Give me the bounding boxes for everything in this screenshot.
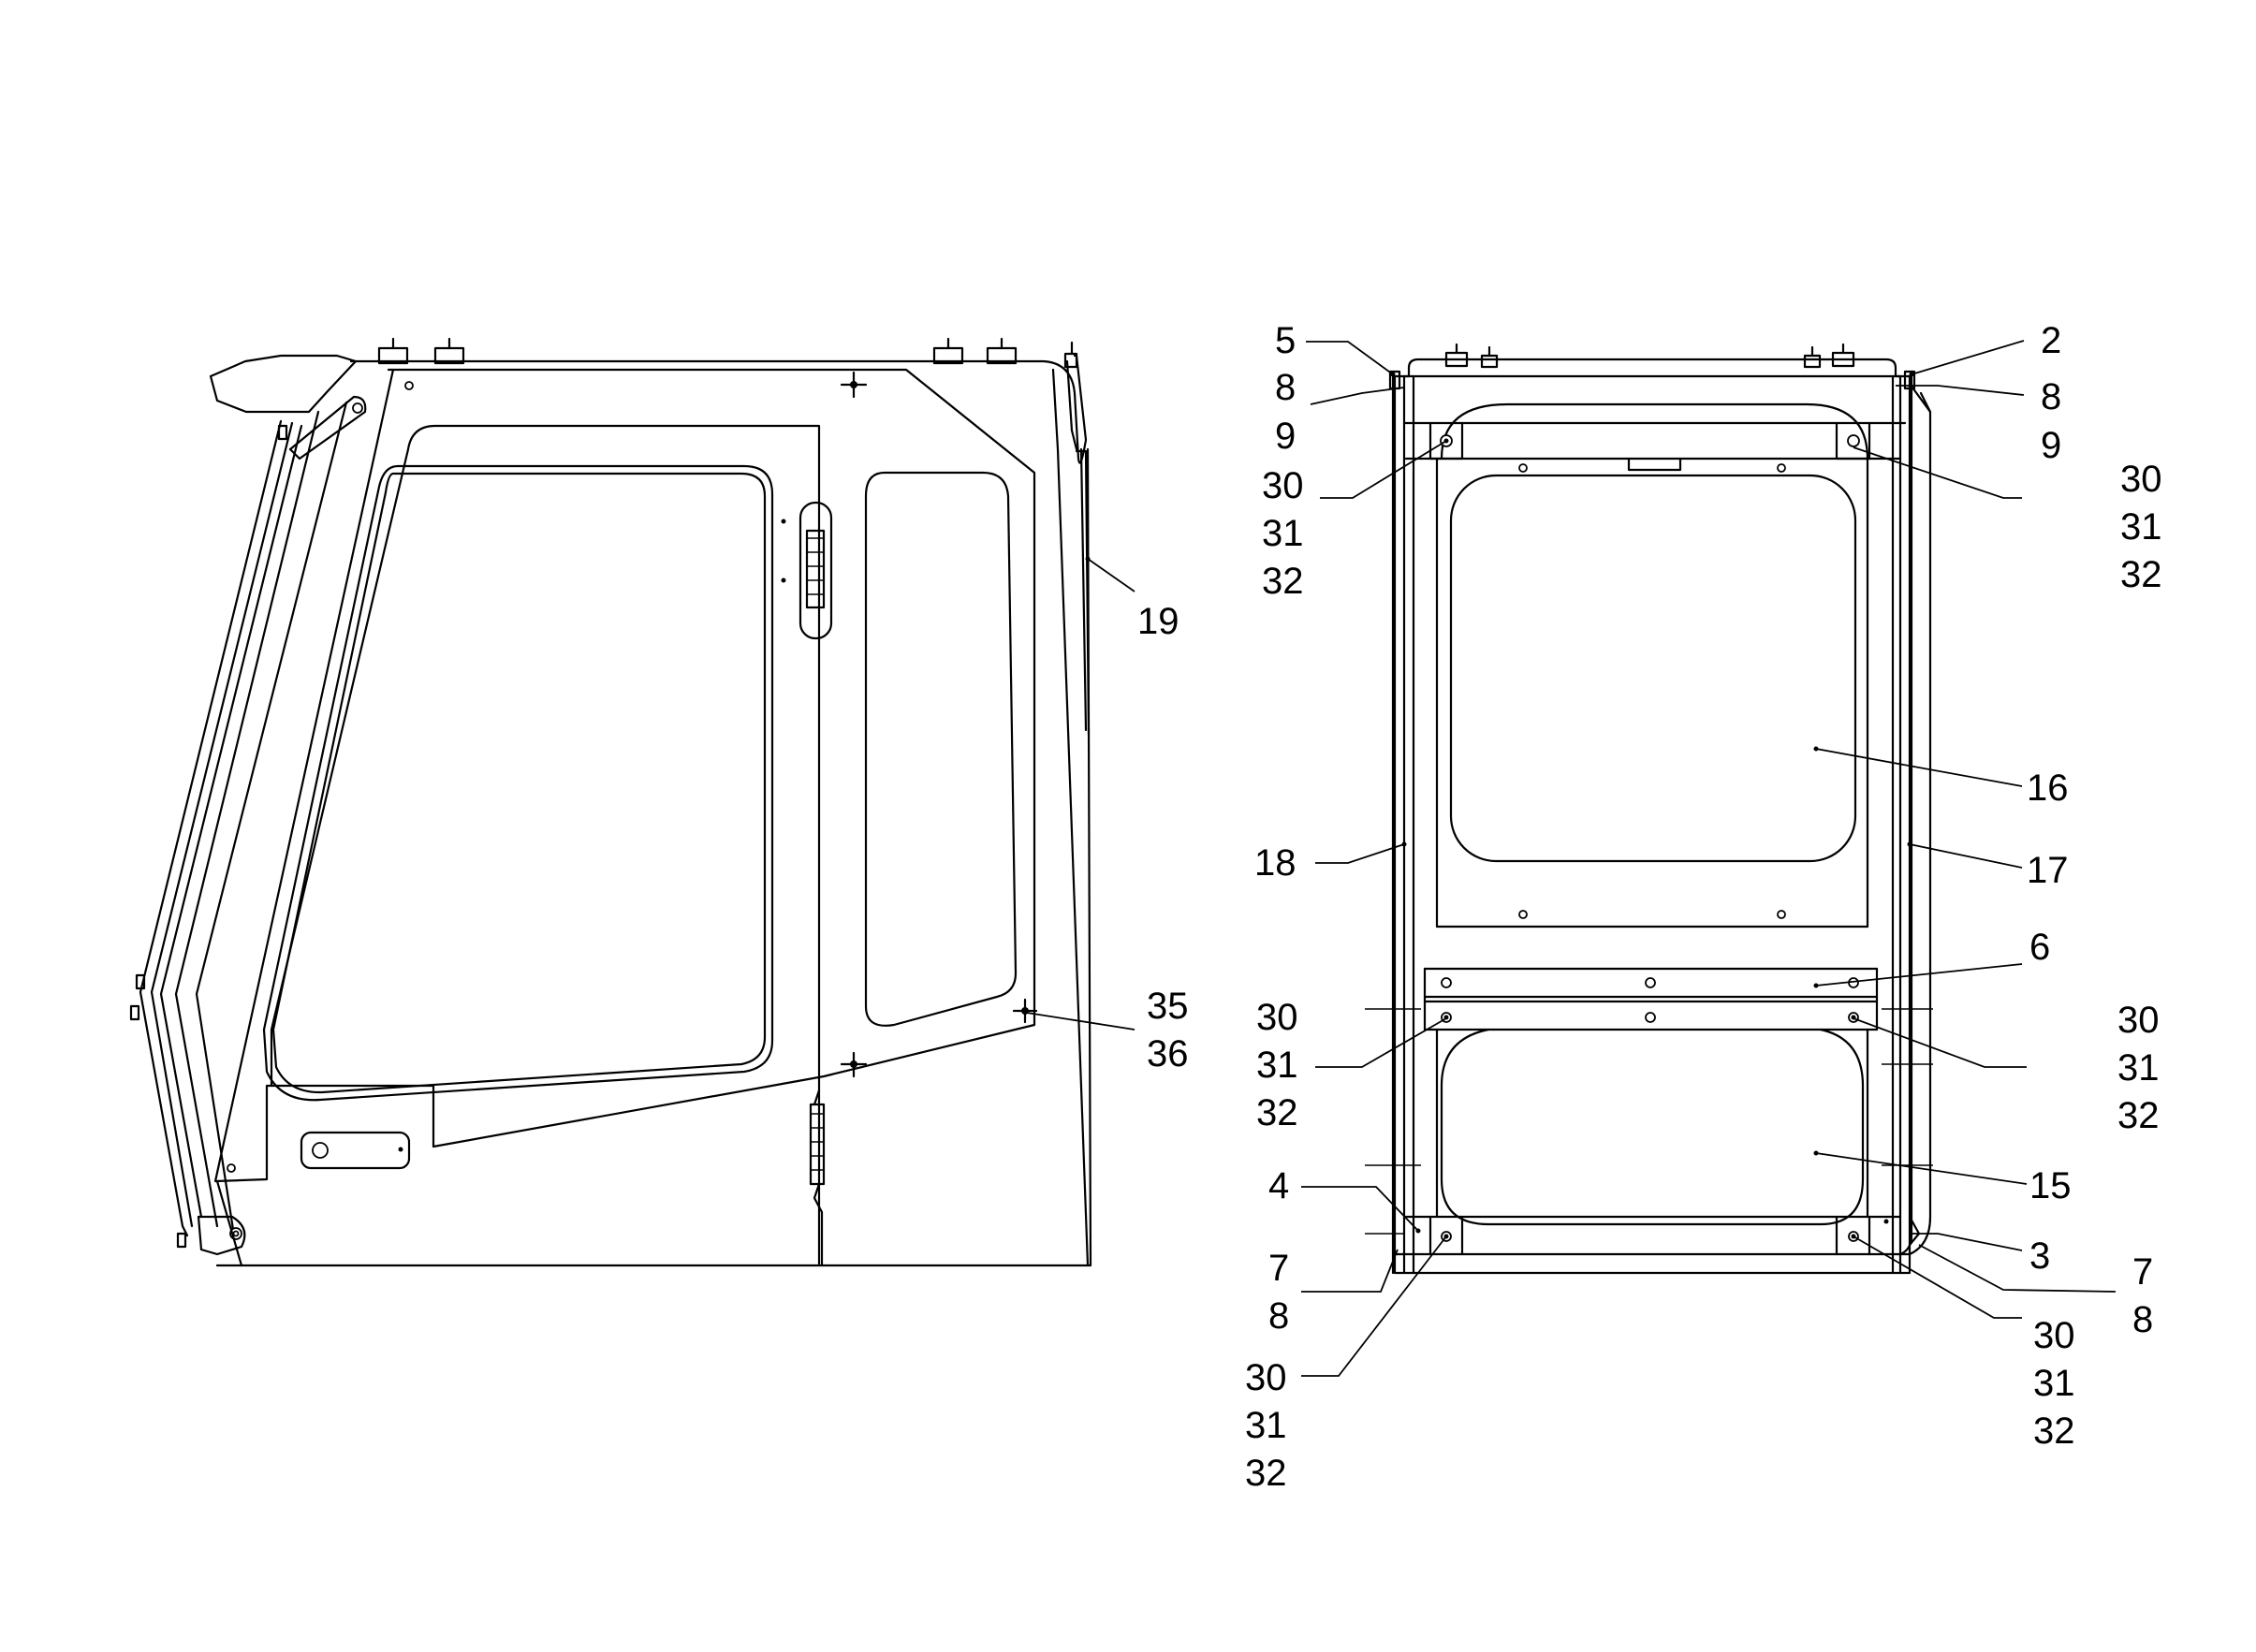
callout-19: 19 bbox=[1137, 601, 1179, 642]
callout-3: 3 bbox=[2029, 1235, 2050, 1277]
callout-8-9-right: 8 9 bbox=[2041, 376, 2072, 466]
callout-35-36: 35 36 bbox=[1147, 986, 1199, 1075]
callout-17: 17 bbox=[2027, 850, 2069, 891]
callout-30-31-32-top-left: 30 31 32 bbox=[1262, 465, 1314, 602]
callout-5: 5 bbox=[1275, 320, 1296, 361]
callout-30-31-32-bottom-right: 30 31 32 bbox=[2033, 1315, 2086, 1452]
callout-labels: 19 35 36 5 8 9 30 31 32 2 8 9 30 31 32 1… bbox=[1137, 320, 2173, 1494]
callout-30-31-32-mid-right: 30 31 32 bbox=[2117, 1000, 2170, 1136]
callout-18: 18 bbox=[1254, 842, 1296, 884]
cross-bolt-icon bbox=[1012, 998, 1038, 1024]
callout-8-9-left: 8 9 bbox=[1275, 367, 1306, 457]
cross-bolt-icon bbox=[840, 371, 868, 399]
callout-7-8-left: 7 8 bbox=[1268, 1248, 1299, 1337]
callout-4: 4 bbox=[1268, 1165, 1289, 1206]
callout-7-8-right: 7 8 bbox=[2132, 1251, 2163, 1340]
callout-2: 2 bbox=[2041, 320, 2061, 361]
callout-30-31-32-top-right: 30 31 32 bbox=[2120, 459, 2173, 595]
callout-30-31-32-mid-left: 30 31 32 bbox=[1256, 997, 1309, 1133]
callout-15: 15 bbox=[2029, 1165, 2072, 1206]
callout-30-31-32-bottom-left: 30 31 32 bbox=[1245, 1357, 1297, 1494]
callout-6: 6 bbox=[2029, 927, 2050, 968]
callout-16: 16 bbox=[2027, 768, 2069, 809]
cab-rear-view bbox=[1301, 340, 2117, 1377]
cross-bolt-icon bbox=[840, 1051, 868, 1078]
cab-side-view bbox=[129, 337, 1135, 1267]
